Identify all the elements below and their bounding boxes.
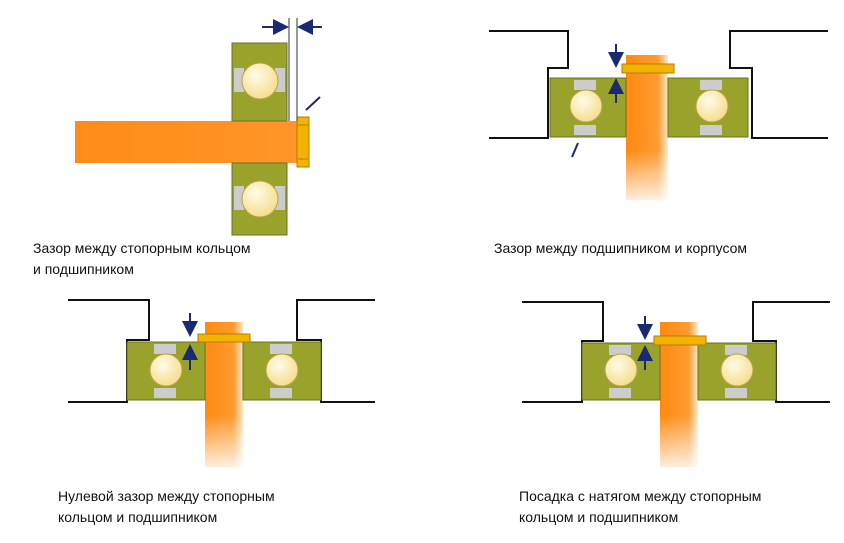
housing-left [68, 299, 150, 403]
ball [265, 353, 299, 387]
ball [695, 89, 729, 123]
ball [604, 353, 638, 387]
raceway [725, 345, 747, 355]
pointer-line [571, 142, 579, 158]
raceway [609, 345, 631, 355]
raceway [154, 344, 176, 354]
housing-left [489, 30, 569, 139]
raceway [275, 68, 285, 92]
ball [241, 62, 279, 100]
housing-right [296, 299, 375, 403]
shaft [75, 121, 300, 163]
caption-bottom-right: Посадка с натягом между стопорным кольцо… [519, 488, 762, 525]
raceway [609, 388, 631, 398]
raceway [725, 388, 747, 398]
raceway [154, 388, 176, 398]
raceway [270, 388, 292, 398]
raceway [574, 125, 596, 135]
retaining-ring [653, 335, 707, 346]
caption-top-right: Зазор между подшипником и корпусом [494, 240, 748, 256]
diagram-bottom-right [522, 301, 830, 467]
raceway [234, 186, 244, 210]
ball [149, 353, 183, 387]
raceway [270, 344, 292, 354]
ball [241, 180, 279, 218]
ball [720, 353, 754, 387]
diagram-top-right [489, 30, 828, 200]
housing-right [729, 30, 828, 139]
raceway [700, 125, 722, 135]
raceway [275, 186, 285, 210]
retaining-ring [621, 63, 675, 74]
retaining-ring [197, 333, 251, 343]
retaining-ring [296, 116, 310, 168]
raceway [574, 80, 596, 90]
caption-bottom-left: Нулевой зазор между стопорным кольцом и … [58, 488, 275, 525]
housing-right [752, 301, 830, 403]
diagram-top-left [75, 18, 322, 236]
pointer-line [305, 96, 321, 111]
ball [569, 89, 603, 123]
housing-left [522, 301, 604, 403]
diagram-bottom-left [68, 299, 375, 467]
caption-top-left: Зазор между стопорным кольцом и подшипни… [33, 240, 251, 277]
raceway [700, 80, 722, 90]
raceway [234, 68, 244, 92]
